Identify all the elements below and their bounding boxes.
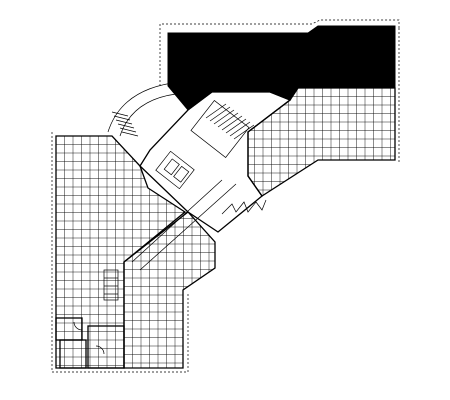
room-medium bbox=[87, 325, 125, 369]
entrance-arc-inner bbox=[119, 93, 177, 137]
door-swing bbox=[95, 345, 105, 355]
central-core bbox=[131, 91, 292, 271]
elevator-car bbox=[163, 158, 180, 176]
room-small bbox=[59, 339, 87, 369]
zigzag-partition bbox=[221, 199, 267, 215]
stair-treads bbox=[205, 103, 255, 140]
entrance-arc-outer bbox=[107, 81, 181, 133]
southwest-rooms bbox=[55, 269, 125, 369]
elevator-car bbox=[173, 165, 190, 183]
stair-small bbox=[103, 269, 119, 301]
west-ceiling-grid bbox=[56, 136, 185, 368]
curved-entrance bbox=[107, 81, 181, 137]
south-dashed-boundary bbox=[128, 294, 189, 373]
stair-block bbox=[190, 99, 250, 159]
west-dashed-boundary bbox=[51, 132, 128, 373]
north-dark-block bbox=[167, 25, 396, 111]
south-ceiling-grid bbox=[124, 212, 215, 368]
elevator-bank bbox=[155, 150, 195, 190]
east-ceiling-grid bbox=[248, 88, 395, 196]
door-swing bbox=[73, 321, 83, 331]
entrance-steps bbox=[111, 111, 139, 137]
south-center-area bbox=[123, 211, 216, 373]
west-wing-area bbox=[51, 132, 187, 373]
